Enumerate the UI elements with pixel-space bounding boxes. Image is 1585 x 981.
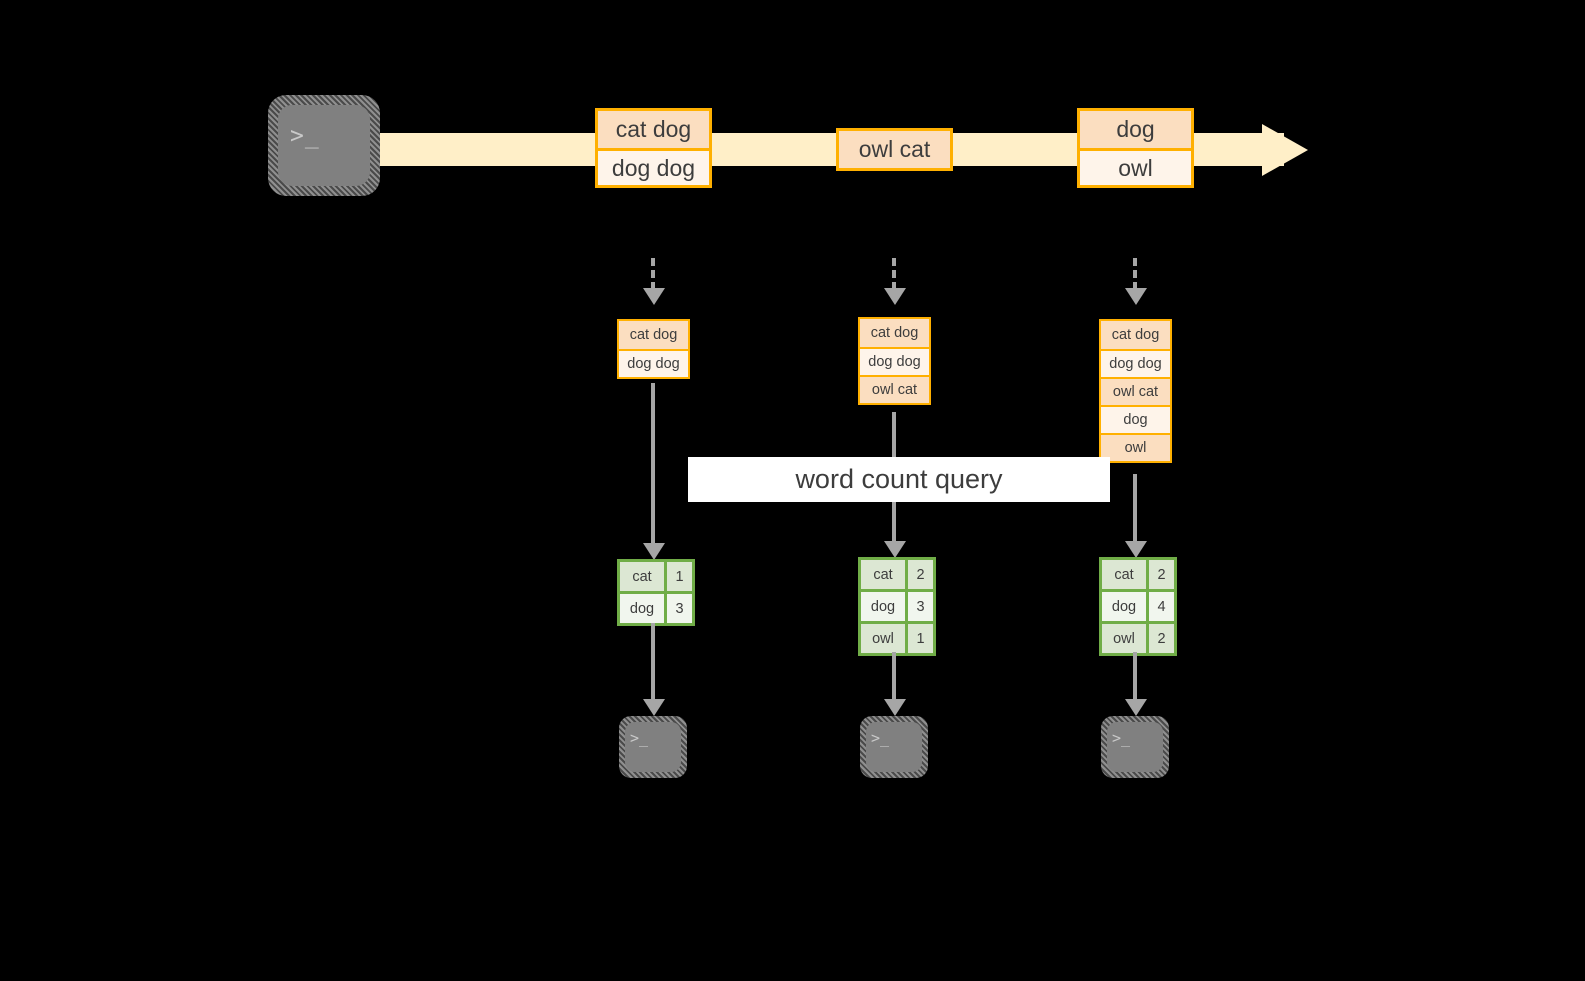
terminal-screen xyxy=(866,722,922,772)
stream-record-line: dog dog xyxy=(598,148,709,185)
table-row: owl 2 xyxy=(1102,621,1174,653)
stream-record-line: owl cat xyxy=(839,131,950,168)
result-table-2: cat 2 dog 3 owl 1 xyxy=(858,557,936,656)
snapshot-trigger-arrowhead-icon-3 xyxy=(1125,288,1147,305)
accumulated-line: cat dog xyxy=(619,321,688,349)
table-row: owl 1 xyxy=(861,621,933,653)
accumulated-line: owl xyxy=(1101,433,1170,461)
snapshot-trigger-connector-1 xyxy=(651,258,655,290)
accumulated-line: dog xyxy=(1101,405,1170,433)
result-word: owl xyxy=(861,624,905,653)
result-count: 1 xyxy=(905,624,933,653)
sink-connector-3 xyxy=(1133,652,1137,701)
snapshot-trigger-arrowhead-icon-1 xyxy=(643,288,665,305)
result-word: dog xyxy=(620,594,664,623)
stream-record-group-2: owl cat xyxy=(836,128,953,171)
result-count: 3 xyxy=(664,594,692,623)
result-word: cat xyxy=(1102,560,1146,589)
stream-arrow-head-icon xyxy=(1262,124,1308,176)
terminal-prompt-label: >_ xyxy=(630,729,649,747)
result-count: 4 xyxy=(1146,592,1174,621)
accumulated-line: owl cat xyxy=(860,375,929,403)
snapshot-trigger-connector-3 xyxy=(1133,258,1137,290)
stream-record-group-3: dog owl xyxy=(1077,108,1194,188)
table-row: cat 1 xyxy=(620,562,692,591)
terminal-screen xyxy=(278,105,370,186)
stream-record-line: cat dog xyxy=(598,111,709,148)
terminal-prompt-label: >_ xyxy=(290,123,320,149)
result-count: 2 xyxy=(1146,624,1174,653)
sink-arrowhead-icon-3 xyxy=(1125,699,1147,716)
query-label: word count query xyxy=(688,457,1110,502)
query-arrowhead-icon-3 xyxy=(1125,541,1147,558)
result-table-1: cat 1 dog 3 xyxy=(617,559,695,626)
sink-terminal-icon-1: >_ xyxy=(619,716,687,778)
sink-terminal-icon-2: >_ xyxy=(860,716,928,778)
snapshot-trigger-arrowhead-icon-2 xyxy=(884,288,906,305)
stream-record-line: dog xyxy=(1080,111,1191,148)
accumulated-records-2: cat dog dog dog owl cat xyxy=(858,317,931,405)
terminal-screen xyxy=(1107,722,1163,772)
source-terminal-icon: >_ xyxy=(268,95,380,196)
result-word: dog xyxy=(1102,592,1146,621)
accumulated-records-1: cat dog dog dog xyxy=(617,319,690,379)
table-row: cat 2 xyxy=(861,560,933,589)
table-row: cat 2 xyxy=(1102,560,1174,589)
result-count: 3 xyxy=(905,592,933,621)
terminal-prompt-label: >_ xyxy=(1112,729,1131,747)
table-row: dog 4 xyxy=(1102,589,1174,621)
accumulated-line: dog dog xyxy=(860,347,929,375)
stream-record-line: owl xyxy=(1080,148,1191,185)
query-arrowhead-icon-2 xyxy=(884,541,906,558)
sink-arrowhead-icon-2 xyxy=(884,699,906,716)
result-word: dog xyxy=(861,592,905,621)
stream-record-group-1: cat dog dog dog xyxy=(595,108,712,188)
sink-connector-2 xyxy=(892,652,896,701)
sink-terminal-icon-3: >_ xyxy=(1101,716,1169,778)
accumulated-line: owl cat xyxy=(1101,377,1170,405)
result-count: 2 xyxy=(905,560,933,589)
accumulated-records-3: cat dog dog dog owl cat dog owl xyxy=(1099,319,1172,463)
result-word: owl xyxy=(1102,624,1146,653)
table-row: dog 3 xyxy=(861,589,933,621)
result-word: cat xyxy=(620,562,664,591)
accumulated-line: dog dog xyxy=(1101,349,1170,377)
accumulated-line: cat dog xyxy=(1101,321,1170,349)
result-count: 1 xyxy=(664,562,692,591)
result-count: 2 xyxy=(1146,560,1174,589)
accumulated-line: cat dog xyxy=(860,319,929,347)
snapshot-trigger-connector-2 xyxy=(892,258,896,290)
terminal-screen xyxy=(625,722,681,772)
result-word: cat xyxy=(861,560,905,589)
accumulated-line: dog dog xyxy=(619,349,688,377)
sink-connector-1 xyxy=(651,623,655,701)
terminal-prompt-label: >_ xyxy=(871,729,890,747)
table-row: dog 3 xyxy=(620,591,692,623)
query-connector-1 xyxy=(651,383,655,545)
query-arrowhead-icon-1 xyxy=(643,543,665,560)
result-table-3: cat 2 dog 4 owl 2 xyxy=(1099,557,1177,656)
query-connector-3 xyxy=(1133,474,1137,543)
sink-arrowhead-icon-1 xyxy=(643,699,665,716)
